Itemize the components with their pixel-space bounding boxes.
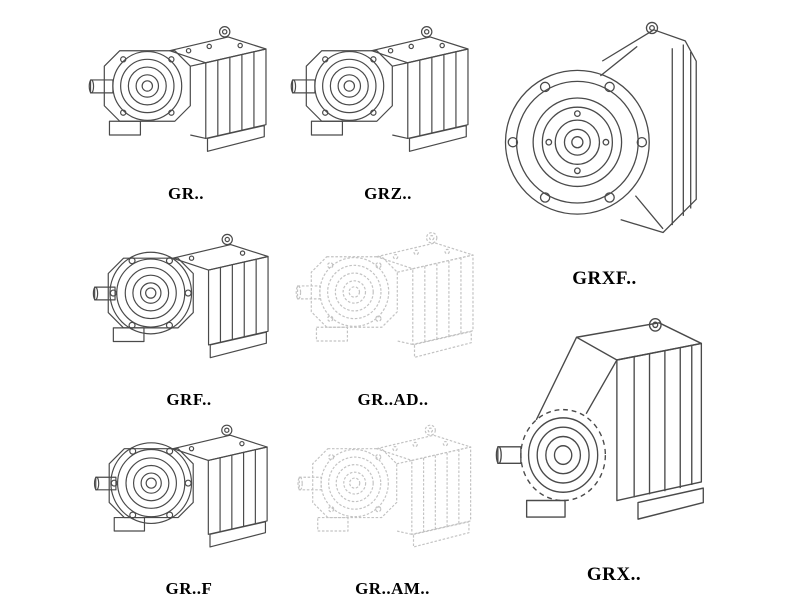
product-cell-gr-f: GR..F [85, 405, 293, 599]
product-label-gr: GR.. [168, 184, 204, 203]
product-cell-gr-am: GR..AM.. [290, 405, 495, 599]
product-label-grxf: GRXF.. [572, 268, 637, 289]
product-cell-grz: GRZ.. [283, 6, 493, 204]
product-label-grx: GRX.. [586, 564, 642, 585]
gearbox-drawing-grx [494, 298, 734, 546]
product-label-grz: GRZ.. [364, 184, 412, 203]
gearbox-drawing-grxf [499, 4, 711, 262]
product-cell-grxf: GRXF.. [492, 4, 717, 300]
product-label-gr-f: GR..F [165, 579, 213, 598]
gearbox-drawing-gr-am [290, 405, 495, 573]
gearbox-drawing-gr [82, 6, 290, 178]
product-cell-grf: GRF.. [85, 214, 293, 410]
product-cell-gr: GR.. [82, 6, 290, 204]
gearbox-drawing-gr-f [85, 405, 293, 573]
product-cell-gr-ad: GR..AD.. [288, 212, 498, 410]
product-cell-grx: GRX.. [494, 298, 734, 586]
product-label-grf: GRF.. [166, 390, 212, 409]
product-label-gr-ad: GR..AD.. [357, 390, 429, 409]
gearbox-drawing-gr-ad [288, 212, 498, 384]
product-label-gr-am: GR..AM.. [355, 579, 430, 598]
gearbox-drawing-grz [283, 6, 493, 178]
gearbox-drawing-grf [85, 214, 293, 384]
